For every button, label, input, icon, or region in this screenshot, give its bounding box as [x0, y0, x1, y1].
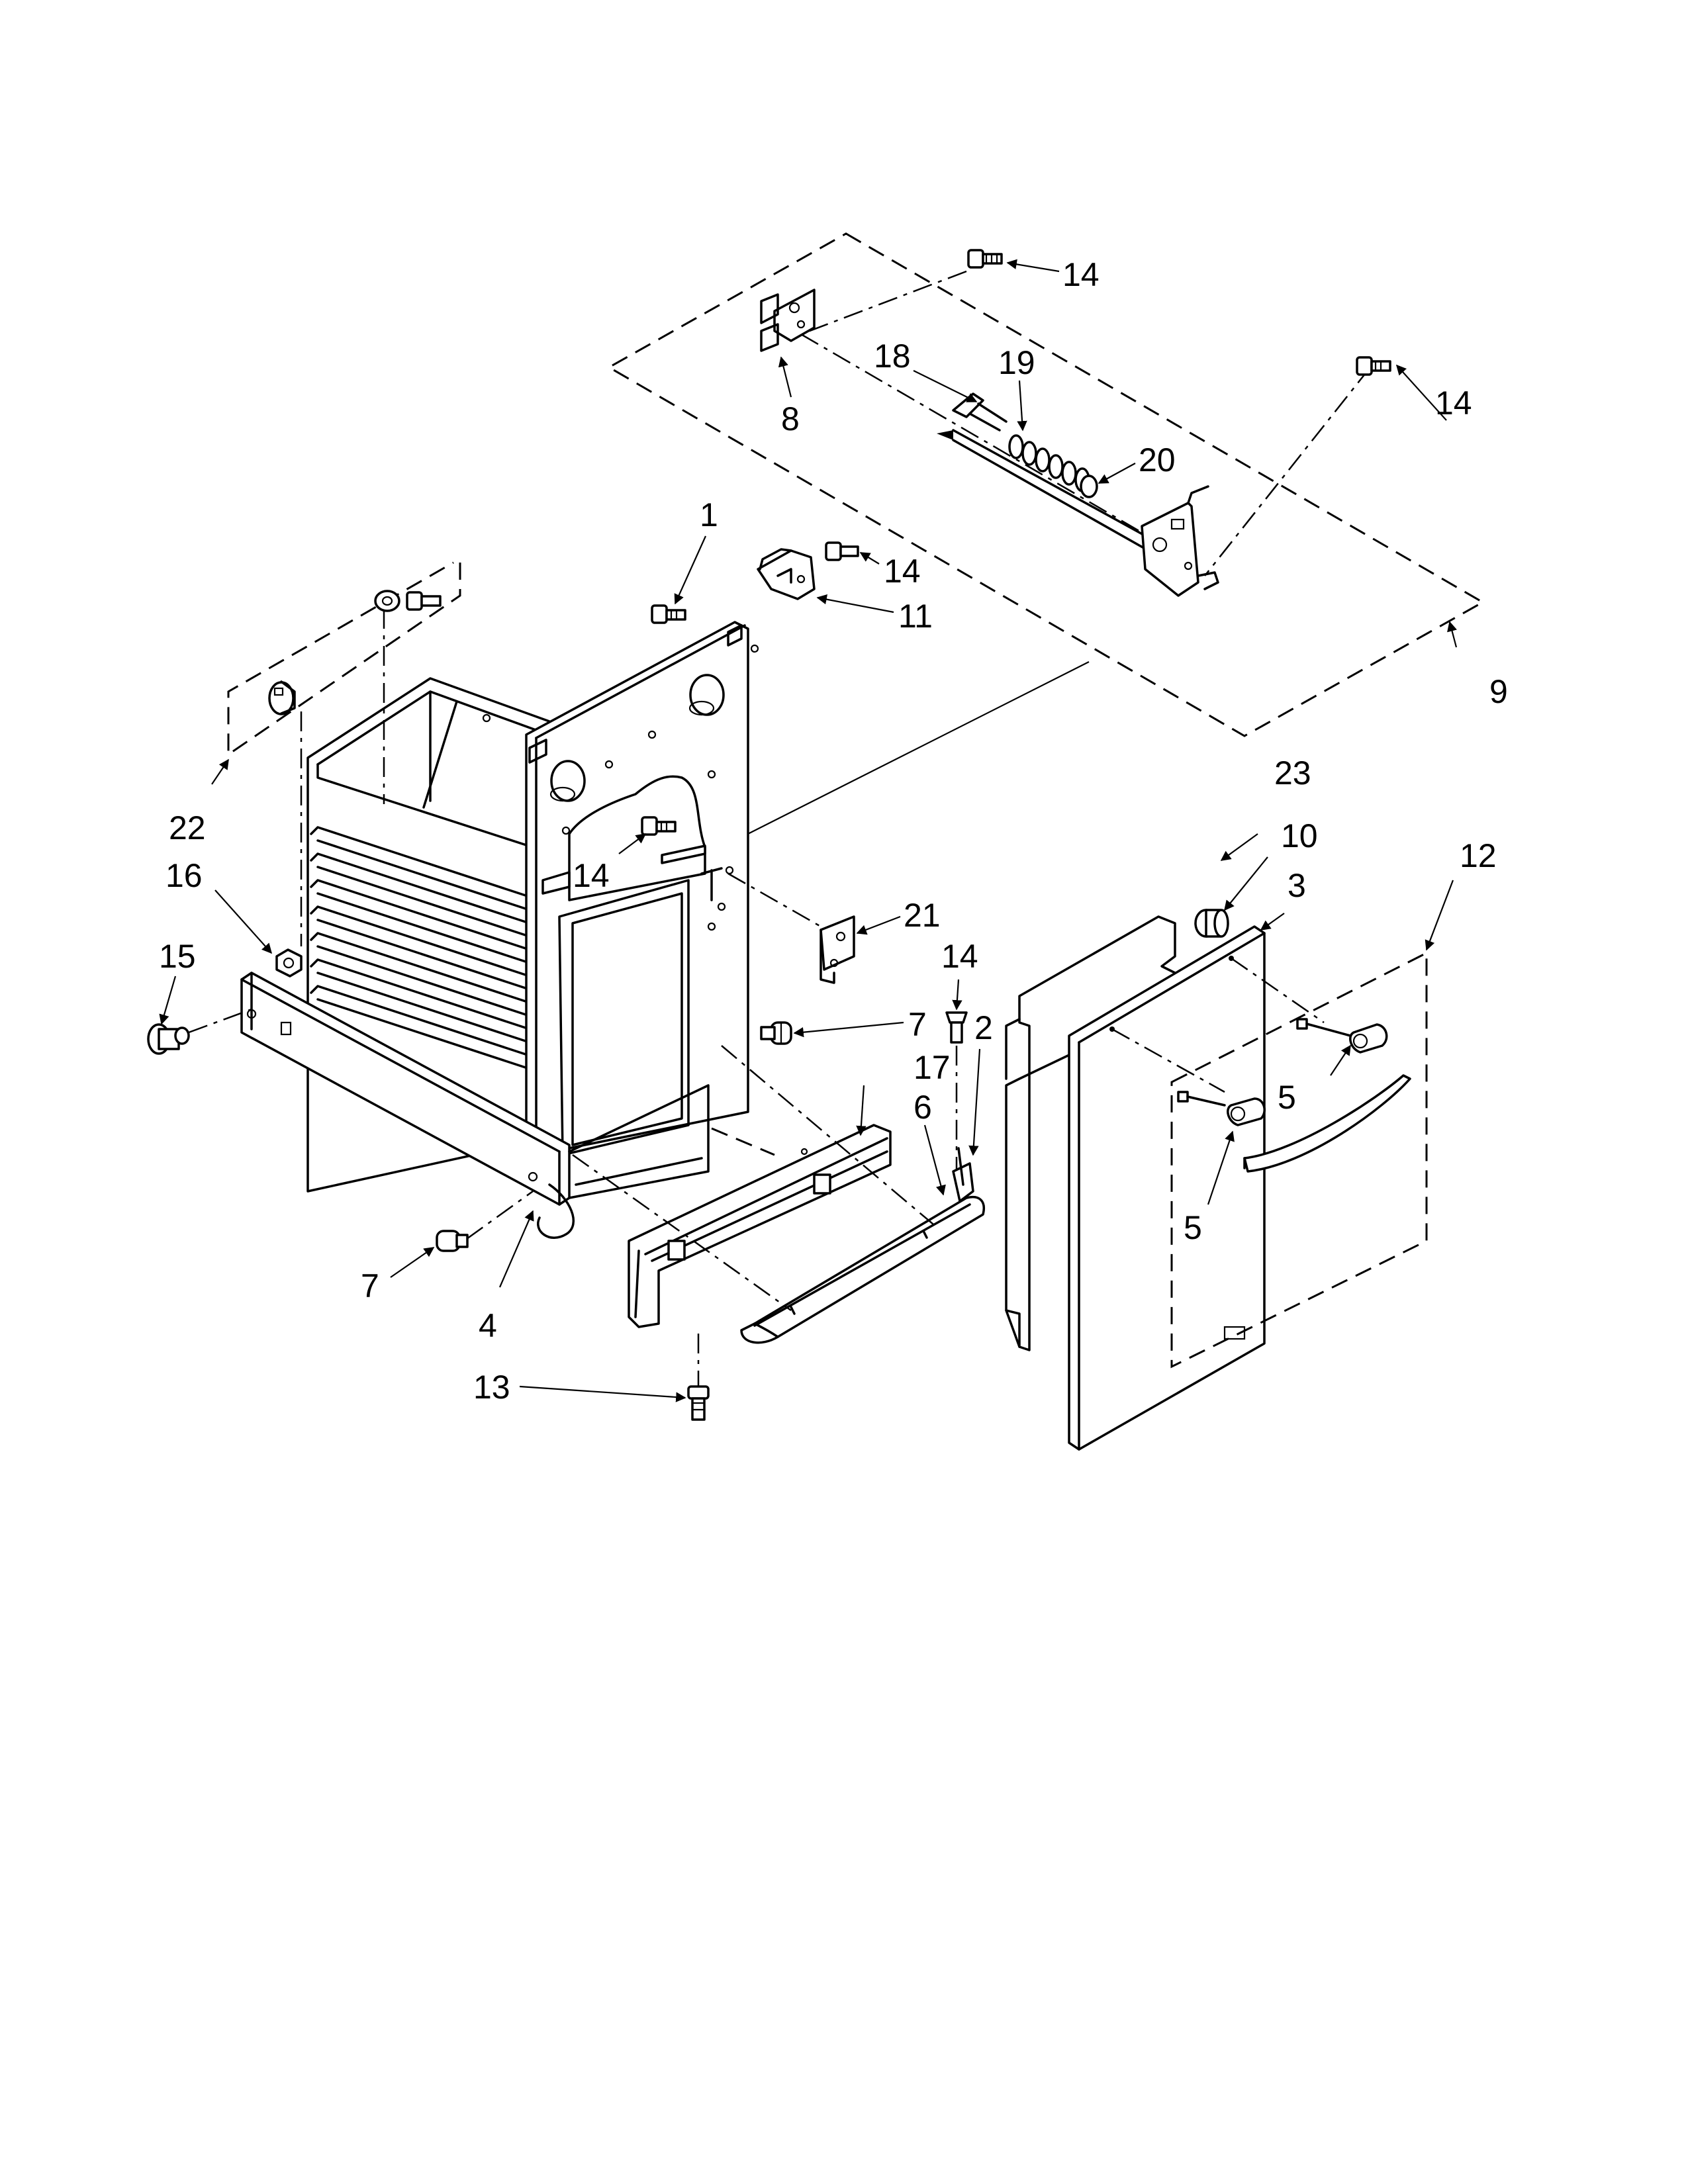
callout-8: 8: [781, 400, 800, 437]
group-9-boundary: [606, 232, 1485, 737]
callout-14-bracket: 14: [884, 553, 921, 590]
callout-14-cabinet: 14: [573, 857, 610, 894]
callout-17: 17: [914, 1049, 951, 1086]
hinge-bracket-part: [760, 289, 816, 352]
callout-15: 15: [159, 938, 196, 975]
callout-18: 18: [874, 338, 911, 375]
callout-7-lower: 7: [361, 1267, 379, 1304]
leader-line: [800, 270, 967, 336]
callout-5-upper: 5: [1278, 1079, 1296, 1116]
bolt-part: [147, 1023, 190, 1055]
toe-grille-handle-part: [740, 1196, 985, 1344]
callout-leaders: [159, 259, 1458, 1402]
screw-part: [945, 1011, 968, 1044]
pin-part: [952, 392, 1008, 432]
callout-16: 16: [165, 857, 203, 894]
group-12-boundary: [1170, 951, 1428, 1369]
callout-23: 23: [1274, 754, 1311, 792]
knob-part: [550, 760, 586, 802]
knob-part: [268, 680, 296, 715]
latch-part: [952, 1147, 974, 1203]
callout-10: 10: [1281, 817, 1318, 854]
callout-14-vertical: 14: [941, 938, 978, 975]
callout-7-upper: 7: [908, 1006, 927, 1043]
hinge-assembly-group: [606, 232, 1485, 838]
screw-part: [967, 249, 1003, 269]
callout-12: 12: [1460, 837, 1497, 874]
leader-line: [741, 661, 1090, 838]
callout-14-top: 14: [1062, 256, 1100, 293]
callout-22: 22: [169, 809, 206, 846]
mounting-clip-part: [820, 915, 855, 984]
screw-part: [406, 591, 442, 611]
door-liner-part: [1005, 915, 1176, 1351]
nut-part: [275, 948, 303, 978]
group-22-boundary: [227, 561, 461, 756]
handle-standoff-part: [1227, 1097, 1266, 1126]
screw-part: [687, 1385, 710, 1421]
screw-part: [651, 604, 686, 624]
callout-20: 20: [1139, 441, 1176, 478]
callout-9: 9: [1489, 673, 1508, 710]
screw-part: [436, 1230, 469, 1252]
callout-labels: 1 2 3 4 5 5 6 7 7 8 9 10 11 12 13 14 14 …: [159, 256, 1508, 1406]
screw-part: [760, 1021, 792, 1045]
callout-14-right: 14: [1435, 385, 1472, 422]
screw-part: [1356, 356, 1391, 376]
door-panel-part: [1068, 925, 1266, 1451]
handle-bar-part: [1243, 1074, 1411, 1173]
door-handle-group: [1111, 951, 1428, 1369]
callout-3: 3: [1288, 867, 1306, 904]
base-rail-part: [240, 972, 775, 1239]
callout-4: 4: [479, 1307, 497, 1344]
callout-1: 1: [700, 496, 718, 533]
knob-part: [689, 674, 725, 716]
washer-part: [374, 590, 400, 612]
hinge-bracket-part: [757, 548, 816, 600]
callout-5-lower: 5: [1184, 1209, 1202, 1246]
callout-19: 19: [998, 344, 1035, 381]
callout-13: 13: [473, 1369, 510, 1406]
leader-line: [800, 333, 1166, 547]
screw-part: [1296, 1018, 1352, 1037]
callout-11: 11: [898, 598, 933, 635]
kickplate-part: [628, 1124, 892, 1328]
washer-part: [1080, 475, 1098, 498]
screw-part: [641, 816, 677, 836]
torsion-rod-part: [937, 429, 1219, 597]
screw-part: [1177, 1091, 1226, 1107]
callout-2: 2: [974, 1009, 993, 1046]
bumper-part: [1194, 909, 1229, 938]
leader-line: [1204, 367, 1371, 576]
callout-6: 6: [914, 1089, 932, 1126]
callout-21: 21: [904, 897, 941, 934]
screw-part: [825, 541, 859, 561]
handle-standoff-part: [1349, 1023, 1388, 1054]
knob-mount-group: [227, 561, 461, 946]
